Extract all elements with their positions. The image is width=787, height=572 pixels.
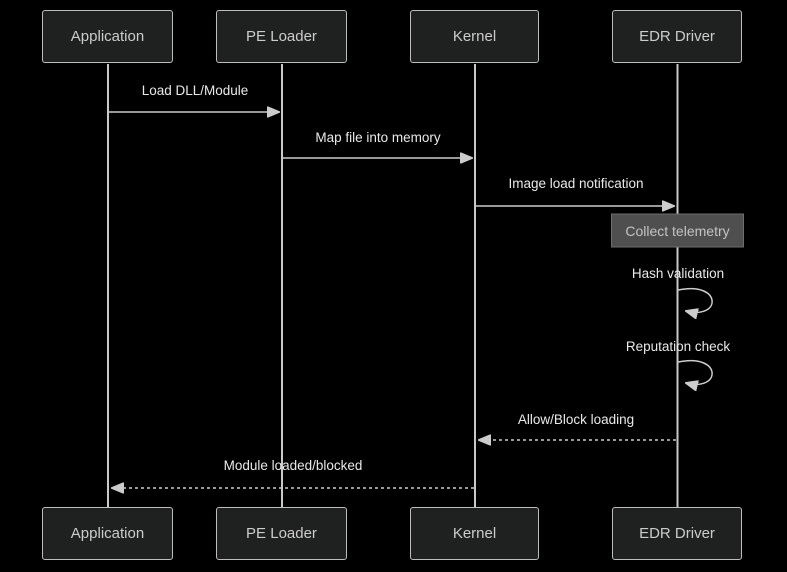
actor-label: PE Loader bbox=[246, 28, 317, 45]
actor-bottom-pe-loader: PE Loader bbox=[216, 507, 347, 560]
actor-label: EDR Driver bbox=[639, 28, 715, 45]
message-label-map-file-into-memory: Map file into memory bbox=[315, 130, 441, 145]
message-label-allow-block-loading: Allow/Block loading bbox=[517, 412, 635, 427]
message-label-image-load-notification: Image load notification bbox=[508, 176, 644, 191]
actor-label: Kernel bbox=[452, 28, 497, 45]
actor-label: Application bbox=[70, 28, 145, 45]
actor-label: EDR Driver bbox=[639, 525, 715, 542]
actor-label: PE Loader bbox=[246, 525, 317, 542]
message-label-module-loaded-blocked: Module loaded/blocked bbox=[223, 458, 363, 473]
actor-bottom-edr-driver: EDR Driver bbox=[612, 507, 742, 560]
note-collect-telemetry-box bbox=[611, 213, 744, 248]
actor-bottom-application: Application bbox=[42, 507, 173, 560]
self-loop-hash-validation bbox=[678, 287, 713, 313]
actor-top-pe-loader: PE Loader bbox=[216, 10, 347, 63]
actor-label: Application bbox=[70, 525, 145, 542]
actor-top-edr-driver: EDR Driver bbox=[612, 10, 742, 63]
self-loop-reputation-check bbox=[678, 359, 713, 385]
message-label-hash-validation: Hash validation bbox=[631, 266, 725, 281]
actor-bottom-kernel: Kernel bbox=[410, 507, 539, 560]
actor-label: Kernel bbox=[452, 525, 497, 542]
message-label-reputation-check: Reputation check bbox=[625, 339, 731, 354]
note-label-collect-telemetry: Collect telemetry bbox=[625, 223, 730, 239]
actor-top-application: Application bbox=[42, 10, 173, 63]
actor-top-kernel: Kernel bbox=[410, 10, 539, 63]
message-label-load-dll-module: Load DLL/Module bbox=[141, 83, 249, 98]
